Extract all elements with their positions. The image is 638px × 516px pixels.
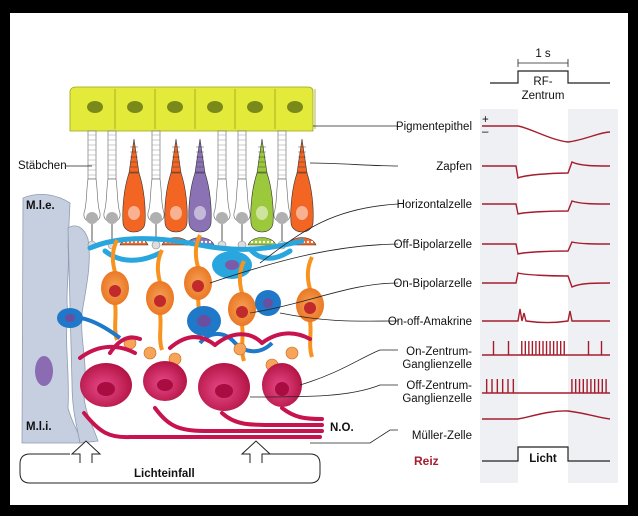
pigment-nucleus — [207, 101, 223, 113]
pigment-nucleus — [287, 101, 303, 113]
leader-line — [280, 313, 398, 321]
cell-label-off-zentrum-ganglienzelle: Off-Zentrum-Ganglienzelle — [402, 380, 472, 405]
rod-cell — [148, 131, 164, 249]
cell-label-m-ller-zelle: Müller-Zelle — [412, 430, 472, 442]
light-incidence: Lichteinfall — [20, 441, 320, 483]
staebchen-label: Stäbchen — [18, 160, 67, 172]
cone-cell — [162, 139, 190, 245]
bipolar-cell — [296, 257, 324, 357]
no-label: N.O. — [330, 422, 354, 434]
lichteinfall-label: Lichteinfall — [134, 468, 195, 480]
rod-cell — [274, 131, 290, 249]
mli-label: M.l.i. — [26, 421, 52, 433]
rod-cell — [234, 131, 250, 249]
rf-label: RF- — [533, 76, 552, 88]
photoreceptor-layer — [84, 131, 316, 249]
zentrum-label: Zentrum — [522, 90, 565, 102]
pigment-nucleus — [167, 101, 183, 113]
cell-label-on-zentrum-ganglienzelle: On-Zentrum-Ganglienzelle — [402, 346, 472, 371]
cone-cell — [288, 139, 316, 245]
plus-label: + — [482, 114, 489, 126]
cone-cell — [186, 139, 214, 245]
cone-cell — [248, 139, 276, 245]
cell-label-zapfen: Zapfen — [436, 161, 472, 173]
cell-labels: PigmentepithelZapfenHorizontalzelleOff-B… — [388, 121, 472, 442]
rod-cell — [214, 131, 230, 249]
rod-cell — [104, 131, 120, 249]
stimulus-band-left — [480, 109, 518, 483]
ganglion-cells — [80, 333, 322, 437]
cell-label-off-bipolarzelle: Off-Bipolarzelle — [394, 239, 472, 251]
synapse — [286, 347, 298, 359]
cell-label-on-bipolarzelle: On-Bipolarzelle — [393, 278, 472, 290]
reiz-label: Reiz — [414, 454, 439, 468]
figure-panel: Stäbchen M.l.e. M.l.i. N.O. Lichteinfall… — [10, 13, 628, 505]
rod-cell — [84, 131, 100, 249]
mle-label: M.l.e. — [26, 200, 55, 212]
leader-line — [300, 350, 398, 385]
pigment-nucleus — [127, 101, 143, 113]
licht-label: Licht — [529, 453, 557, 465]
retina-diagram: Stäbchen M.l.e. M.l.i. N.O. Lichteinfall… — [10, 13, 628, 505]
cone-cell — [120, 139, 148, 245]
cell-label-pigmentepithel: Pigmentepithel — [396, 121, 472, 133]
synapse — [144, 347, 156, 359]
pigment-nucleus — [87, 101, 103, 113]
cell-label-horizontalzelle: Horizontalzelle — [397, 199, 472, 211]
mueller-nucleus — [35, 356, 53, 386]
cell-label-on-off-amakrine: On-off-Amakrine — [388, 316, 472, 328]
arrow-up-icon — [242, 441, 270, 463]
minus-label: – — [482, 126, 489, 138]
pigment-epithelium — [70, 87, 315, 131]
leader-line — [310, 163, 398, 166]
stimulus-window — [518, 109, 568, 483]
duration-label: 1 s — [535, 48, 551, 60]
bipolar-cell — [146, 250, 174, 350]
arrow-up-icon — [72, 441, 100, 463]
recordings: 1 s RF- Zentrum + – Reiz Licht — [414, 48, 618, 483]
pigment-nucleus — [247, 101, 263, 113]
synapse — [234, 343, 246, 355]
